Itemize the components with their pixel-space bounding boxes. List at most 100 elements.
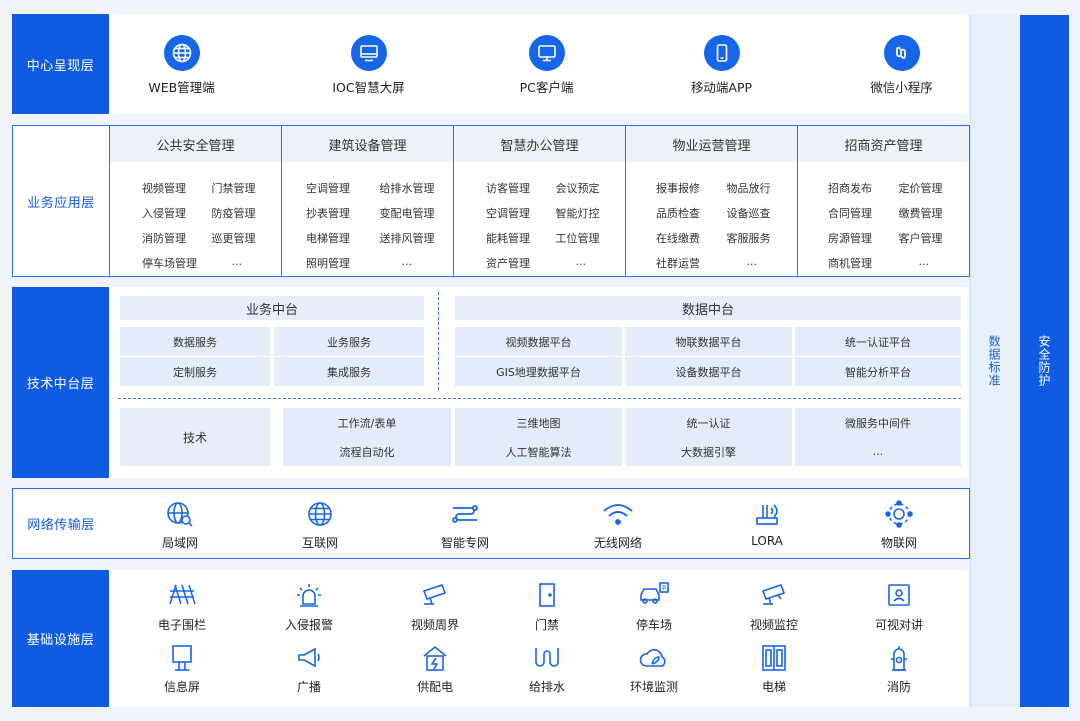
private-network-icon — [449, 500, 481, 528]
presentation-item-web-label: WEB管理端 — [148, 80, 215, 95]
power-icon — [420, 644, 450, 672]
business-item: 照明管理 — [306, 257, 350, 270]
infra-item-power: 供配电 — [385, 644, 485, 695]
platform-vertical-divider — [438, 292, 439, 390]
biz-center-cell: 业务服务 — [274, 327, 424, 356]
infra-layer-panel — [12, 570, 968, 707]
mini-program-icon — [883, 35, 920, 71]
infra-item-label: 供配电 — [416, 680, 453, 694]
business-column-title: 物业运营管理 — [626, 126, 797, 162]
infra-item-label: 电子围栏 — [157, 618, 206, 632]
infra-item-intercom: 可视对讲 — [849, 582, 949, 633]
presentation-layer-header: 中心呈现层 — [12, 14, 109, 114]
cctv-icon — [759, 582, 789, 608]
business-item: 变配电管理 — [379, 207, 435, 220]
business-item: 资产管理 — [486, 257, 530, 270]
infra-item-label: 视频周界 — [410, 618, 459, 632]
network-layer-title: 网络传输层 — [27, 518, 95, 533]
business-item: ... — [401, 255, 413, 268]
business-item: 能耗管理 — [486, 232, 530, 245]
infra-item-video-perimeter: 视频周界 — [385, 582, 485, 633]
network-item-iot: 物联网 — [849, 500, 949, 551]
business-item: ... — [918, 255, 930, 268]
network-layer-header: 网络传输层 — [12, 488, 109, 559]
wifi-icon — [601, 500, 635, 528]
business-column-title: 招商资产管理 — [798, 126, 969, 162]
business-item: 访客管理 — [486, 182, 530, 195]
tech-cell: 流程自动化 — [283, 437, 451, 466]
camera-icon — [420, 582, 450, 608]
tech-cell: ... — [795, 437, 961, 466]
alarm-icon — [294, 582, 324, 608]
tech-cell: 人工智能算法 — [455, 437, 622, 466]
business-layer-header: 业务应用层 — [12, 125, 109, 277]
svg-text:P: P — [662, 585, 666, 593]
business-item: 合同管理 — [828, 207, 872, 220]
monitor-icon — [350, 35, 387, 71]
network-item-private: 智能专网 — [415, 500, 515, 551]
biz-center-title: 业务中台 — [120, 296, 424, 320]
business-column-building-equipment: 建筑设备管理 空调管理 给排水管理 抄表管理 变配电管理 电梯管理 送排风管理 … — [281, 126, 453, 276]
infra-item-label: 广播 — [296, 680, 321, 694]
network-item-wifi-label: 无线网络 — [593, 536, 642, 550]
fire-hydrant-icon — [886, 644, 912, 672]
business-item: 防疫管理 — [211, 207, 256, 220]
presentation-item-ioc: IOC智慧大屏 — [316, 35, 421, 96]
presentation-item-miniprogram: 微信小程序 — [849, 35, 954, 96]
infra-item-alarm: 入侵报警 — [259, 582, 359, 633]
business-item: 定价管理 — [898, 182, 943, 195]
business-item: 商机管理 — [828, 257, 872, 270]
network-item-iot-label: 物联网 — [880, 536, 917, 550]
business-item: 消防管理 — [142, 232, 186, 245]
infra-item-label: 可视对讲 — [874, 618, 923, 632]
infra-item-broadcast: 广播 — [259, 644, 359, 695]
infra-item-label: 门禁 — [534, 618, 559, 632]
phone-icon — [703, 35, 740, 71]
business-item: 门禁管理 — [211, 182, 256, 195]
biz-center-cell: 定制服务 — [120, 357, 270, 386]
business-item: 社群运营 — [656, 257, 700, 270]
business-item: 会议预定 — [555, 182, 600, 195]
infra-item-label: 电梯 — [761, 680, 786, 694]
presentation-items: WEB管理端 IOC智慧大屏 PC客户端 移动端APP 微信小程序 — [109, 35, 968, 105]
platform-horizontal-divider — [118, 398, 961, 399]
business-column-public-safety: 公共安全管理 视频管理 门禁管理 入侵管理 防疫管理 消防管理 巡更管理 停车场… — [109, 126, 281, 276]
tech-title: 技术 — [120, 408, 270, 466]
presentation-layer-title: 中心呈现层 — [26, 58, 95, 74]
network-item-lora: LORA — [717, 500, 817, 548]
water-icon — [532, 644, 562, 672]
infra-item-fence: 电子围栏 — [132, 582, 232, 633]
business-item: 入侵管理 — [142, 207, 186, 220]
business-item: ... — [231, 255, 243, 268]
lora-icon — [752, 500, 782, 528]
network-item-internet: 互联网 — [270, 500, 370, 551]
infra-item-label: 入侵报警 — [284, 618, 333, 632]
business-item: 智能灯控 — [555, 207, 600, 220]
door-icon — [534, 582, 560, 608]
platform-layer-title: 技术中台层 — [26, 377, 95, 392]
infra-item-parking: P 停车场 — [604, 582, 704, 633]
security-label: 安全防护 — [1037, 335, 1051, 387]
business-layer-title: 业务应用层 — [27, 195, 95, 211]
business-item: ... — [746, 255, 758, 268]
infra-item-door: 门禁 — [497, 582, 597, 633]
tech-cell: 微服务中间件 — [795, 408, 961, 437]
business-item: 设备巡查 — [726, 207, 771, 220]
business-item: 在线缴费 — [656, 232, 700, 245]
infra-item-label: 消防 — [886, 680, 911, 694]
iot-icon — [884, 500, 914, 528]
business-item: 客户管理 — [898, 232, 943, 245]
tech-cell: 三维地图 — [455, 408, 622, 437]
biz-center-cell: 数据服务 — [120, 327, 270, 356]
intercom-icon — [886, 582, 912, 608]
business-item: 品质检查 — [656, 207, 700, 220]
infra-item-label: 给排水 — [528, 680, 565, 694]
network-item-lora-label: LORA — [751, 534, 783, 548]
data-center-cell: 视频数据平台 — [455, 327, 622, 356]
info-screen-icon — [169, 644, 195, 672]
business-column-property-operation: 物业运营管理 报事报修 物品放行 品质检查 设备巡查 在线缴费 客服服务 社群运… — [625, 126, 797, 276]
business-item: 客服服务 — [726, 232, 771, 245]
globe-icon — [163, 35, 200, 71]
tech-cell: 大数据引擎 — [625, 437, 792, 466]
infra-item-fire: 消防 — [849, 644, 949, 695]
